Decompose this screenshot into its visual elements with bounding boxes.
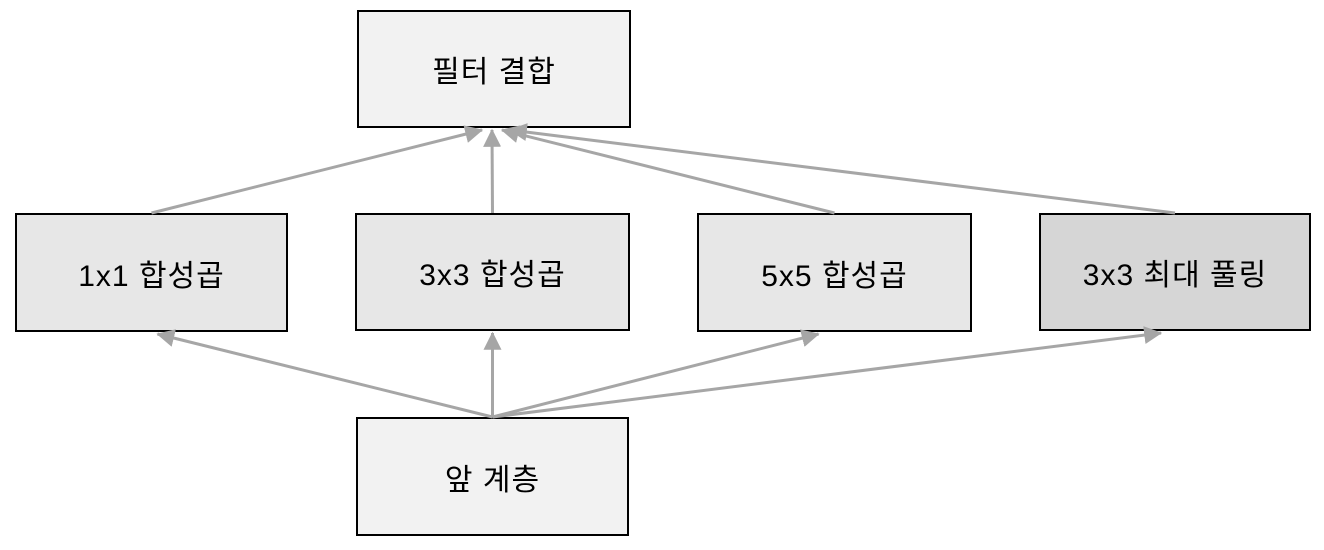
edge-arrow-prev-layer-to-conv5x5 bbox=[492, 329, 820, 419]
edge-arrow-conv3x3-to-filter-concat bbox=[483, 128, 502, 214]
node-label: 5x5 합성곱 bbox=[761, 259, 908, 293]
edge-arrow-prev-layer-to-maxpool3x3 bbox=[492, 326, 1163, 419]
node-max-pooling-3x3: 3x3 최대 풀링 bbox=[1039, 213, 1311, 331]
node-conv-5x5: 5x5 합성곱 bbox=[697, 213, 972, 332]
edge-arrow-prev-layer-to-conv1x1 bbox=[156, 329, 493, 419]
edge-arrow-maxpool3x3-to-filter-concat bbox=[508, 123, 1176, 215]
node-label: 3x3 합성곱 bbox=[419, 259, 566, 292]
node-conv-3x3: 3x3 합성곱 bbox=[355, 213, 630, 331]
node-filter-concatenation: 필터 결합 bbox=[357, 10, 631, 128]
node-label: 3x3 최대 풀링 bbox=[1082, 259, 1268, 292]
node-label: 앞 계층 bbox=[444, 463, 541, 497]
node-conv-1x1: 1x1 합성곱 bbox=[15, 213, 288, 332]
node-label: 필터 결합 bbox=[432, 56, 556, 89]
node-previous-layer: 앞 계층 bbox=[356, 417, 629, 536]
node-label: 1x1 합성곱 bbox=[78, 259, 225, 293]
edge-arrow-conv5x5-to-filter-concat bbox=[500, 125, 835, 215]
edge-arrow-conv1x1-to-filter-concat bbox=[151, 125, 484, 215]
